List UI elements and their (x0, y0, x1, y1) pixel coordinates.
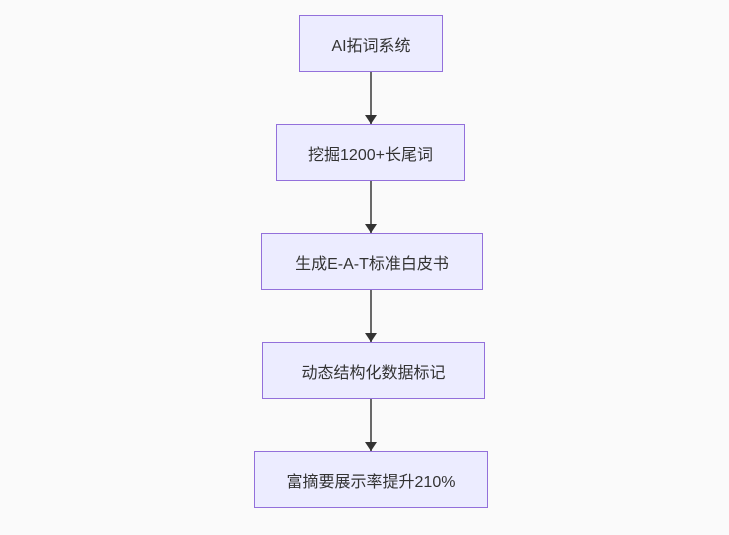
flow-node-structured-data-markup: 动态结构化数据标记 (262, 342, 485, 399)
flow-edge-line-1 (370, 72, 372, 124)
flow-node-label: AI拓词系统 (331, 37, 411, 55)
flow-node-label: 挖掘1200+长尾词 (308, 146, 433, 164)
flow-node-rich-snippet-result: 富摘要展示率提升210% (254, 451, 488, 508)
flow-node-label: 富摘要展示率提升210% (286, 473, 456, 491)
flow-edge-line-3 (370, 290, 372, 342)
flow-node-eat-whitepaper: 生成E-A-T标准白皮书 (261, 233, 483, 290)
flow-node-ai-word-expansion-system: AI拓词系统 (299, 15, 443, 72)
flow-node-longtail-keywords: 挖掘1200+长尾词 (276, 124, 465, 181)
arrow-down-icon (365, 224, 377, 233)
arrow-down-icon (365, 442, 377, 451)
flow-node-label: 生成E-A-T标准白皮书 (295, 255, 449, 273)
flow-edge-line-4 (370, 399, 372, 451)
arrow-down-icon (365, 333, 377, 342)
flow-edge-line-2 (370, 181, 372, 233)
arrow-down-icon (365, 115, 377, 124)
flow-node-label: 动态结构化数据标记 (301, 364, 446, 382)
